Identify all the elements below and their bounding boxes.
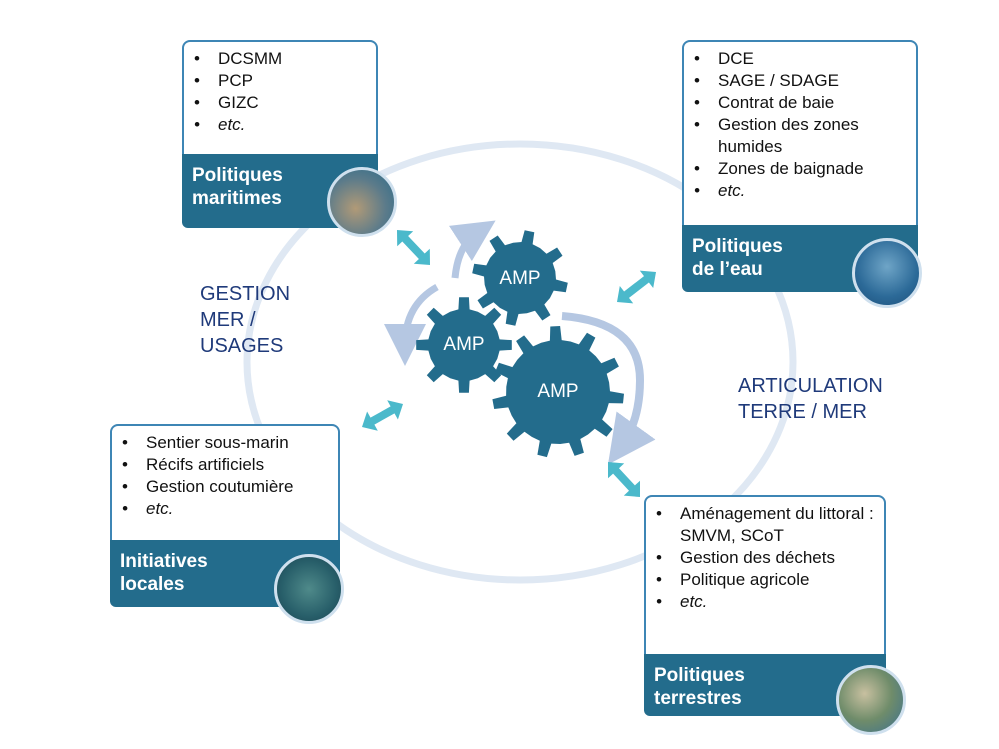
- label-line: MER /: [200, 309, 256, 331]
- list-item: GIZC: [194, 92, 376, 114]
- list-item: Gestion des déchets: [656, 547, 884, 569]
- double-arrow-icon: [362, 400, 403, 431]
- label-gestion-mer-usages: GESTION MER / USAGES: [200, 281, 290, 359]
- gear-icon: [472, 230, 568, 326]
- list-item: Politique agricole: [656, 569, 884, 591]
- list-item: Contrat de baie: [694, 92, 916, 114]
- curved-arrow-top: [448, 220, 496, 279]
- curved-arrow-right: [561, 312, 656, 465]
- label-line: USAGES: [200, 335, 284, 357]
- list-item: etc.: [122, 498, 338, 520]
- title-line: maritimes: [192, 188, 282, 209]
- list-item: PCP: [194, 70, 376, 92]
- list-item: Gestion des zones humides: [694, 114, 916, 158]
- title-line: Politiques: [692, 236, 783, 257]
- gear-label-large: AMP: [537, 381, 579, 402]
- shipwreck-photo: [274, 554, 344, 624]
- list-item: etc.: [694, 180, 916, 202]
- gear-icon: [416, 297, 512, 393]
- list-item: DCSMM: [194, 48, 376, 70]
- list-item: etc.: [194, 114, 376, 136]
- label-line: TERRE / MER: [738, 401, 867, 423]
- double-arrow-icon: [608, 462, 640, 497]
- list-item: DCE: [694, 48, 916, 70]
- title-line: Initiatives: [120, 551, 208, 572]
- cycle-ring: [243, 140, 797, 584]
- coastline-photo: [836, 665, 906, 735]
- list-item: Gestion coutumière: [122, 476, 338, 498]
- box-politiques-terrestres: Aménagement du littoral : SMVM, SCoTGest…: [644, 495, 906, 735]
- list-item: Aménagement du littoral : SMVM, SCoT: [656, 503, 884, 547]
- title-line: Politiques: [192, 165, 283, 186]
- list-item: etc.: [656, 591, 884, 613]
- estuary-photo: [852, 238, 922, 308]
- list-item: Sentier sous-marin: [122, 432, 338, 454]
- double-arrow-icon: [617, 270, 656, 304]
- gear-icon: [492, 326, 624, 458]
- box-initiatives-locales: Sentier sous-marinRécifs artificielsGest…: [110, 424, 344, 624]
- label-articulation-terre-mer: ARTICULATION TERRE / MER: [738, 373, 883, 425]
- box-politiques-eau: DCESAGE / SDAGEContrat de baieGestion de…: [682, 40, 922, 308]
- list-item: Récifs artificiels: [122, 454, 338, 476]
- gear-label-left: AMP: [443, 334, 485, 355]
- coral-reef-photo: [327, 167, 397, 237]
- label-line: ARTICULATION: [738, 375, 883, 397]
- title-line: Politiques: [654, 665, 745, 686]
- gear-label-top: AMP: [499, 268, 541, 289]
- curved-arrow-left: [384, 283, 439, 366]
- list-item: Zones de baignade: [694, 158, 916, 180]
- list-item: SAGE / SDAGE: [694, 70, 916, 92]
- title-line: de l’eau: [692, 259, 763, 280]
- label-line: GESTION: [200, 283, 291, 305]
- title-line: terrestres: [654, 688, 742, 709]
- double-arrow-icon: [397, 230, 430, 265]
- title-line: locales: [120, 574, 185, 595]
